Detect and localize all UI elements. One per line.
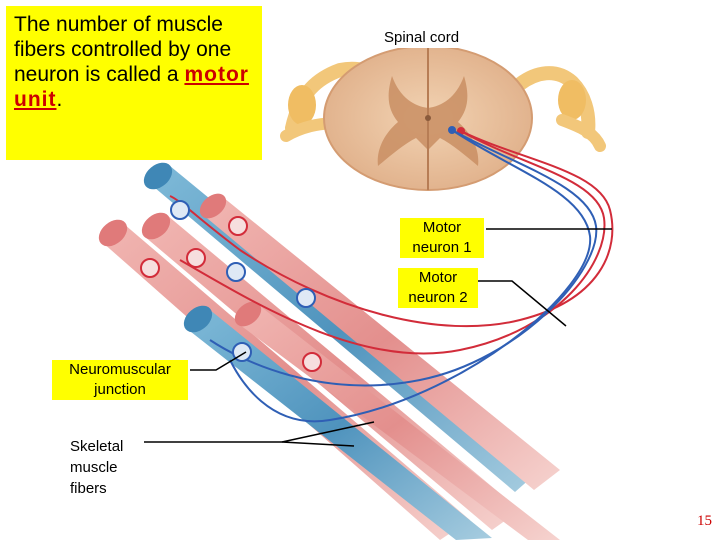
- junction-red-1: [228, 216, 248, 236]
- title-box: The number of muscle fibers controlled b…: [6, 6, 262, 160]
- junction-red-4: [302, 352, 322, 372]
- spinal-cord-cross-section: [280, 45, 606, 191]
- junction-red-3: [186, 248, 206, 268]
- motor-neuron-2-axon: [209, 129, 598, 387]
- junction-blue-2: [226, 262, 246, 282]
- junction-blue-3: [296, 288, 316, 308]
- muscle-fiber-pink-2-end: [141, 212, 171, 240]
- page-number: 15: [697, 513, 712, 529]
- skeletal-muscle-leader-b: [281, 421, 375, 443]
- muscle-fiber-blue-1-end: [143, 162, 173, 190]
- motor-neuron-2-leader: [478, 280, 567, 327]
- motor-neuron-axons: [140, 129, 614, 423]
- neuromuscular-junction-leader: [190, 351, 247, 371]
- muscle-fiber-pink-4-end: [234, 301, 262, 327]
- motor-neuron-2-branch: [229, 129, 592, 423]
- left-dorsal-root-ganglion: [288, 85, 316, 125]
- skeletal-muscle-leader-c: [281, 441, 355, 447]
- muscle-fiber-pink-1-end: [98, 219, 128, 247]
- muscle-fibers: [98, 162, 560, 540]
- motor-neuron-2-label: Motor neuron 2: [398, 268, 478, 308]
- title-text-main: The number of muscle fibers controlled b…: [14, 13, 232, 86]
- central-canal: [425, 115, 431, 121]
- callout-lines: [144, 228, 612, 447]
- skeletal-muscle-fibers-label: Skeletal muscle fibers: [70, 436, 142, 499]
- spinal-cord-label: Spinal cord: [382, 28, 462, 48]
- motor-neuron-1-axon: [169, 130, 614, 328]
- right-spinal-nerve: [556, 114, 606, 152]
- motor-neuron-2-text: Motor neuron 2: [408, 269, 468, 306]
- muscle-fiber-blue-2-end: [183, 305, 213, 333]
- motor-neuron-1-branch: [179, 130, 606, 355]
- right-dorsal-root-ganglion: [558, 80, 586, 120]
- motor-neuron-1-label: Motor neuron 1: [400, 218, 484, 258]
- title-term: motor unit: [14, 63, 249, 111]
- title-text: The number of muscle fibers controlled b…: [6, 6, 262, 118]
- neuromuscular-junction-text: Neuromuscular junction: [69, 361, 171, 398]
- junction-blue-1: [170, 200, 190, 220]
- neuromuscular-junction-label: Neuromuscular junction: [52, 360, 188, 400]
- motor-neuron-1-text: Motor neuron 1: [412, 219, 472, 256]
- muscle-fiber-pink-3: [202, 198, 560, 490]
- muscle-fiber-pink-3-end: [199, 193, 227, 219]
- title-text-end: .: [56, 88, 63, 111]
- junction-red-2: [140, 258, 160, 278]
- skeletal-muscle-fibers-text: Skeletal muscle fibers: [70, 438, 124, 497]
